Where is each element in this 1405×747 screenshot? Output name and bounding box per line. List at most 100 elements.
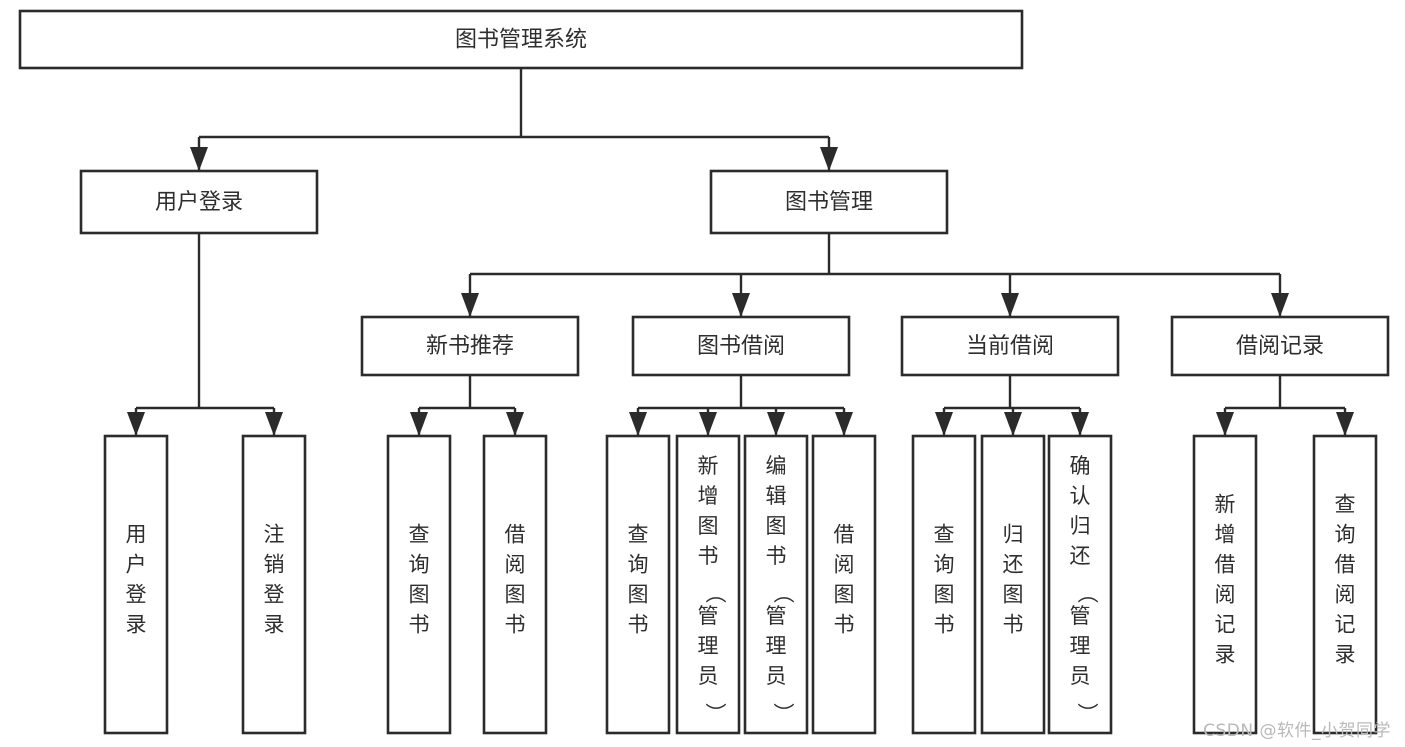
leaf-box[interactable]: [1047, 434, 1113, 735]
level1-node[interactable]: 用户登录: [79, 169, 319, 235]
leaf-label-char: 图: [505, 583, 526, 607]
leaf-label-char: 询: [628, 553, 649, 577]
leaf-label-char: 注: [264, 523, 285, 547]
level2-label: 新书推荐: [426, 334, 514, 359]
leaf-label-char: 阅: [505, 553, 526, 577]
leaf-label-char: 借: [834, 523, 855, 547]
leaf-box[interactable]: [675, 434, 741, 735]
arrow-head-icon: [835, 412, 853, 436]
leaf-label-char: ）: [703, 703, 727, 724]
leaf-label-char: 户: [126, 553, 147, 577]
leaf-box[interactable]: [103, 434, 169, 735]
level1-node[interactable]: 图书管理: [709, 169, 949, 235]
leaf-label-char: ）: [771, 703, 795, 724]
leaf-box[interactable]: [241, 434, 307, 735]
leaf-box[interactable]: [811, 434, 877, 735]
leaf-box[interactable]: [743, 434, 809, 735]
level2-box[interactable]: [900, 315, 1120, 377]
root-node[interactable]: 图书管理系统: [18, 9, 1024, 70]
leaf-label-char: 用: [126, 523, 147, 547]
level2-node[interactable]: 新书推荐: [360, 315, 580, 377]
leaf-label: 用户登录: [126, 523, 147, 637]
leaf-label-char: 阅: [1215, 583, 1236, 607]
leaf-label-char: 借: [1215, 553, 1236, 577]
leaf-label-char: 图: [766, 514, 787, 538]
arrow-head-icon: [1004, 412, 1022, 436]
leaf-label-char: 销: [264, 553, 285, 577]
leaf-label-char: 图: [1003, 583, 1024, 607]
level2-box[interactable]: [360, 315, 580, 377]
leaf-label-char: 理: [1070, 634, 1091, 658]
arrow-head-icon: [127, 412, 145, 436]
level2-box[interactable]: [631, 315, 851, 377]
level2-node[interactable]: 当前借阅: [900, 315, 1120, 377]
level1-box[interactable]: [709, 169, 949, 235]
level2-node[interactable]: 借阅记录: [1170, 315, 1390, 377]
leaf-label-char: 理: [698, 634, 719, 658]
level1-label: 图书管理: [785, 190, 873, 215]
level2-box[interactable]: [1170, 315, 1390, 377]
leaf-box[interactable]: [911, 434, 977, 735]
level2-node[interactable]: 图书借阅: [631, 315, 851, 377]
arrow-head-icon: [1271, 293, 1289, 317]
level2-label: 图书借阅: [697, 334, 785, 359]
leaf-label-char: 询: [934, 553, 955, 577]
leaf-label-char: 理: [766, 634, 787, 658]
leaf-label-char: 图: [409, 583, 430, 607]
leaf-label-char: 编: [766, 454, 787, 478]
level2-label: 当前借阅: [966, 334, 1054, 359]
leaf-label-char: 员: [698, 664, 719, 688]
leaf-label-char: 登: [264, 583, 285, 607]
leaf-node[interactable]: 用户登录: [103, 434, 169, 735]
leaf-label-char: 书: [698, 544, 719, 568]
leaf-box[interactable]: [386, 434, 452, 735]
arrow-head-icon: [699, 412, 717, 436]
leaf-label-char: 询: [409, 553, 430, 577]
arrow-head-icon: [461, 293, 479, 317]
leaf-label-char: 增: [1215, 523, 1236, 547]
level1-box[interactable]: [79, 169, 319, 235]
leaf-box[interactable]: [605, 434, 671, 735]
leaf-label-char: 录: [1215, 643, 1236, 667]
leaf-label-char: 询: [1335, 523, 1356, 547]
arrow-head-icon: [506, 412, 524, 436]
arrow-head-icon: [265, 412, 283, 436]
leaf-label-char: 归: [1003, 523, 1024, 547]
leaf-label-char: 记: [1215, 613, 1236, 637]
leaf-label-char: 记: [1335, 613, 1356, 637]
leaf-box[interactable]: [482, 434, 548, 735]
leaf-label-char: 新: [1215, 493, 1236, 517]
arrow-head-icon: [732, 293, 750, 317]
arrow-head-icon: [1001, 293, 1019, 317]
leaf-box[interactable]: [1192, 434, 1258, 735]
leaf-box[interactable]: [980, 434, 1046, 735]
leaf-label-char: 阅: [1335, 583, 1356, 607]
leaf-label-char: 借: [505, 523, 526, 547]
arrow-head-icon: [935, 412, 953, 436]
root-box[interactable]: [18, 9, 1024, 70]
leaf-label-char: 管: [1070, 604, 1091, 628]
arrow-head-icon: [1336, 412, 1354, 436]
leaf-label-char: 管: [766, 604, 787, 628]
leaf-label-char: 查: [409, 523, 430, 547]
connector-lines: [127, 68, 1354, 436]
leaf-label-char: 还: [1070, 544, 1091, 568]
leaf-box[interactable]: [1312, 434, 1378, 735]
arrow-head-icon: [410, 412, 428, 436]
